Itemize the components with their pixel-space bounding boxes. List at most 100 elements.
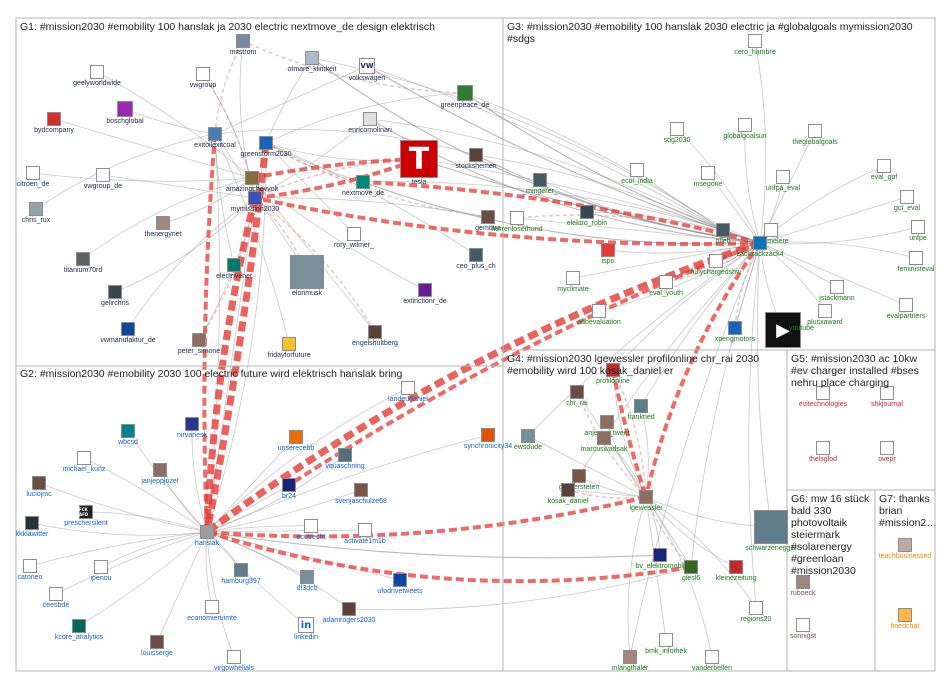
node-sonnigst[interactable]: sonnigst: [790, 618, 816, 640]
node-kkklawitter[interactable]: kkklawitter: [16, 516, 48, 538]
node-ruboeck[interactable]: ruboeck: [791, 575, 815, 597]
node-jstackmann[interactable]: jstackmann: [819, 280, 855, 302]
node-globalgoalsun[interactable]: globalgoalsun: [723, 118, 767, 140]
node-feministeval[interactable]: feministeval: [898, 251, 934, 273]
node-peter-simone[interactable]: peter_simone: [178, 333, 220, 355]
node-vwmanufaktur-de[interactable]: vwmanufaktur_de: [100, 322, 156, 344]
node-kleinezeitung[interactable]: kleinezeitung: [716, 560, 756, 582]
node-schwarzenegger[interactable]: schwarzenegger: [745, 510, 797, 552]
node-kcore-analytics[interactable]: kcore_analytics: [55, 619, 103, 641]
node-rory-wilmer-[interactable]: rory_wilmer_: [334, 227, 374, 249]
node-evitechnologies[interactable]: evitechnologies: [799, 386, 847, 408]
node-herrenloserhund[interactable]: herrenloserhund: [492, 211, 542, 233]
node-myclimate[interactable]: myclimate: [557, 271, 589, 293]
node-mymission2030[interactable]: mymission2030: [231, 191, 279, 213]
node-stockshemen[interactable]: stockshemen: [455, 148, 497, 170]
node-ceesbde[interactable]: ceesbde: [43, 587, 69, 609]
node-boschglobal[interactable]: boschglobal: [106, 101, 144, 125]
node-landeudaniel[interactable]: landeudaniel: [388, 381, 428, 403]
node-plusxaward[interactable]: plusxaward: [807, 304, 843, 326]
node-br24[interactable]: br24: [282, 478, 296, 500]
node-titanium70rd[interactable]: titanium70rd: [64, 252, 102, 274]
node-janjeppjozef[interactable]: janjeppjozef: [141, 463, 179, 485]
node-vwgroup[interactable]: vwgroup: [190, 67, 216, 89]
node-gct-eval[interactable]: gct_eval: [894, 190, 920, 212]
node-citroen-de[interactable]: citroen_de: [17, 166, 49, 188]
node-economieruimte[interactable]: economieruimte: [187, 600, 237, 622]
node-wbcsd[interactable]: wbcsd: [118, 424, 138, 446]
node-thenergynet[interactable]: thenergynet: [145, 216, 181, 238]
node-unfpa-eval[interactable]: unfpa_eval: [766, 170, 800, 192]
node-unfpe[interactable]: unfpe: [909, 220, 927, 242]
node-youtube[interactable]: ▶youtube: [765, 312, 814, 348]
node-theglobalgoals[interactable]: theglobalgoals: [792, 124, 838, 146]
node-mingerer[interactable]: _mingerer_: [522, 173, 558, 195]
node-giesl6[interactable]: giesl6: [682, 560, 700, 582]
node-gansersteten[interactable]: gansersteten: [559, 469, 599, 491]
node-otmare-klimkeit[interactable]: otmare_klimkeit: [287, 51, 337, 73]
node-sdg2030[interactable]: sdg2030: [664, 122, 690, 144]
node-gelirchris[interactable]: gelirchris: [101, 285, 129, 307]
node-nirvanesk[interactable]: nirvanesk: [177, 417, 207, 439]
node-greenpeace-de[interactable]: greenpeace_de: [441, 85, 489, 109]
node-greenstorm2030[interactable]: greenstorm2030: [241, 136, 291, 158]
node-electrivenet[interactable]: electrivenet: [216, 258, 252, 280]
node-catoneo[interactable]: catoneo: [18, 559, 42, 581]
node-ispo[interactable]: ispo: [601, 243, 615, 265]
node-thelsglod[interactable]: thelsglod: [809, 441, 837, 463]
node-activate1m1b[interactable]: activate1m1b: [344, 523, 386, 545]
node-anjenes-tweet[interactable]: anjenes_tweet: [584, 415, 630, 437]
node-vanderbellen[interactable]: vanderbellen: [692, 650, 732, 672]
node-bmk-infothek[interactable]: bmk_infothek: [645, 633, 687, 655]
node-ipenou[interactable]: ipenou: [90, 560, 112, 582]
node-shkjournal[interactable]: shkjournal: [871, 386, 903, 408]
node-regions20[interactable]: regions20: [741, 601, 771, 623]
node-vquaschning[interactable]: vquaschning: [325, 448, 365, 470]
node-louisserge[interactable]: louisserge: [141, 635, 173, 657]
node-kosak-daniel[interactable]: kosak_daniel: [548, 483, 588, 505]
node-gemotra[interactable]: gemotra: [475, 210, 501, 232]
node-fridayforfuture[interactable]: fridayforfuture: [267, 337, 311, 359]
node-ovepr[interactable]: ovepr: [878, 441, 896, 463]
node-chr-rai[interactable]: chr_rai: [566, 385, 588, 407]
node-luciojmc[interactable]: luciojmc: [26, 476, 52, 498]
node-adamrogers2030[interactable]: adamrogers2030: [323, 602, 375, 624]
node-cero-hambre[interactable]: cero_hambre: [734, 34, 776, 56]
node-enricomolinari[interactable]: enricomolinari: [348, 112, 392, 134]
node-xpengmotors[interactable]: xpengmotors: [715, 321, 755, 343]
node-pfleb[interactable]: pfleb: [715, 223, 731, 245]
node-bv-elektromobil[interactable]: bv_elektromobil: [635, 548, 685, 570]
node-ewsdude[interactable]: ewsdude: [514, 429, 542, 451]
node-virgowhelials[interactable]: virgowhelials: [214, 650, 254, 672]
node-michael-kunz[interactable]: michael_kunz: [63, 451, 105, 473]
node-unserecebb[interactable]: unserecebb: [278, 430, 314, 452]
node-elonmusk[interactable]: elonmusk: [290, 255, 324, 297]
node-svenjaschulze68[interactable]: svenjaschulze68: [335, 483, 387, 505]
node-msegone[interactable]: msegone: [694, 166, 722, 188]
node-vwgroup-de[interactable]: vwgroup_de: [84, 168, 122, 190]
node-finedchat[interactable]: finedchat: [891, 608, 919, 630]
node-eval-youth[interactable]: eval_youth: [649, 275, 683, 297]
node-mitstrom[interactable]: mitstrom: [230, 34, 256, 56]
node-exitoilexitcoal[interactable]: exitoilexitcoal: [194, 127, 236, 149]
node-eval-gpf[interactable]: eval_gpf: [871, 159, 897, 181]
node-lgewessler[interactable]: lgewessler: [629, 490, 663, 512]
node-profilonline[interactable]: profilonline: [596, 363, 630, 385]
node-extinctionr-de[interactable]: extinctionr_de: [403, 283, 447, 305]
node-ecutrecht[interactable]: ecutrecht: [297, 519, 325, 541]
node-marcuswadsak[interactable]: marcuswadsak: [581, 431, 627, 453]
node-nextmove-de[interactable]: nextmove_de: [342, 175, 384, 197]
node-geelyworldwide[interactable]: geelyworldwide: [73, 65, 121, 87]
node-adbevaluation[interactable]: adbevaluation: [577, 304, 621, 326]
node-frankried[interactable]: frankried: [627, 399, 655, 421]
node-hanslak[interactable]: hanslak: [195, 525, 219, 547]
node-synchronicity34[interactable]: synchronicity34: [464, 428, 512, 450]
node-ceo-plus-ch[interactable]: ceo_plus_ch: [456, 248, 496, 270]
node-zackzackzack4[interactable]: zackzackzack4: [736, 236, 784, 258]
node-amazingchevvolt[interactable]: amazingchevvolt: [226, 171, 278, 193]
node-fullychargedshw[interactable]: fullychargedshw: [691, 254, 741, 276]
node-teachbusinessed[interactable]: teachbusinessed: [879, 538, 931, 560]
